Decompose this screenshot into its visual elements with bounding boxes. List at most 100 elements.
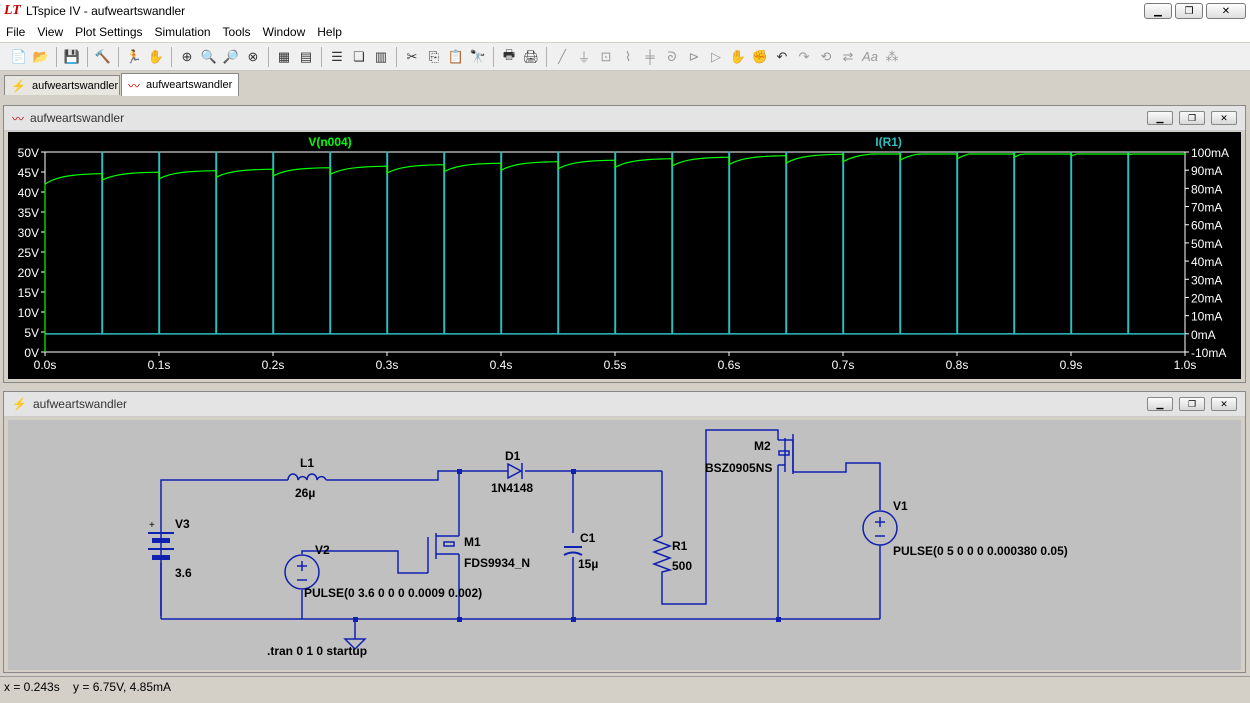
- cursor-readout: x = 0.243s y = 6.75V, 4.85mA: [4, 680, 171, 694]
- run-icon[interactable]: 🏃: [125, 48, 143, 64]
- mosfet-m1[interactable]: [427, 533, 459, 573]
- print-preview-icon[interactable]: 🖶: [502, 46, 516, 62]
- close-button[interactable]: ✕: [1206, 3, 1246, 19]
- new-schematic-icon[interactable]: 📄: [10, 48, 28, 64]
- tab-waveform[interactable]: 〰 aufweartswandler: [121, 73, 239, 96]
- ground-icon[interactable]: ⏚: [577, 50, 591, 65]
- menu-simulation[interactable]: Simulation: [154, 25, 211, 39]
- child-minimize-button[interactable]: ▁: [1147, 111, 1173, 125]
- text-icon[interactable]: Aa: [862, 49, 878, 64]
- voltage-source-v2[interactable]: [284, 554, 320, 590]
- cut-icon[interactable]: ✂: [406, 48, 418, 64]
- capacitor-icon[interactable]: ╪: [645, 49, 655, 64]
- x-tick-label: 0.7s: [832, 358, 855, 372]
- label-net-icon[interactable]: ⊡: [600, 48, 612, 64]
- wire-icon[interactable]: ╱: [558, 48, 566, 64]
- y-right-tick-label: 50mA: [1191, 237, 1222, 251]
- label-d1-ref: D1: [505, 449, 521, 463]
- menu-plot-settings[interactable]: Plot Settings: [75, 25, 143, 39]
- capacitor-c1[interactable]: [563, 546, 583, 556]
- waveform-plot[interactable]: 50V45V40V35V30V25V20V15V10V5V0V100mA90mA…: [8, 132, 1241, 379]
- label-v3-value: 3.6: [175, 566, 192, 580]
- wires: [160, 429, 881, 639]
- autorange-icon[interactable]: ▦: [277, 48, 291, 64]
- x-tick-label: 0.3s: [376, 358, 399, 372]
- y-right-tick-label: 0mA: [1191, 328, 1216, 342]
- paste-icon[interactable]: 📋: [447, 48, 465, 64]
- autorange-y-icon[interactable]: ▤: [299, 48, 313, 64]
- tile-horizontal-icon[interactable]: ☰: [331, 48, 343, 64]
- child-restore-button[interactable]: ❐: [1179, 397, 1205, 411]
- y-left-tick-label: 15V: [18, 286, 39, 300]
- diode-icon[interactable]: ⊳: [688, 48, 700, 64]
- label-d1-value: 1N4148: [491, 481, 533, 495]
- zoom-fit-icon[interactable]: ⊗: [247, 48, 259, 64]
- x-tick-label: 0.6s: [718, 358, 741, 372]
- waveform-icon: 〰: [128, 78, 141, 93]
- label-c1-ref: C1: [580, 531, 596, 545]
- diode-d1[interactable]: [507, 462, 523, 480]
- schematic-canvas[interactable]: + L1 26µ: [8, 420, 1241, 670]
- y-right-tick-label: 80mA: [1191, 182, 1222, 196]
- menu-help[interactable]: Help: [317, 25, 342, 39]
- y-left-tick-label: 50V: [18, 146, 39, 160]
- waveform-icon: 〰: [12, 111, 25, 126]
- mirror-icon[interactable]: ⇄: [842, 48, 854, 64]
- inductor-icon[interactable]: ᘐ: [667, 48, 677, 64]
- resistor-r1[interactable]: [651, 532, 673, 576]
- label-v2-ref: V2: [315, 543, 330, 557]
- label-m2-ref: M2: [754, 439, 771, 453]
- mosfet-m2[interactable]: [778, 434, 794, 474]
- find-icon[interactable]: 🔭: [469, 48, 487, 64]
- open-icon[interactable]: 📂: [32, 48, 50, 64]
- schematic-window-title: aufweartswandler: [32, 397, 128, 411]
- child-restore-button[interactable]: ❐: [1179, 111, 1205, 125]
- document-tabs: ⚡ aufweartswandler 〰 aufweartswandler: [0, 72, 1250, 96]
- label-l1-ref: L1: [300, 456, 314, 470]
- drag-icon[interactable]: ✊: [751, 48, 769, 64]
- print-icon[interactable]: 🖨: [522, 48, 540, 64]
- tile-vertical-icon[interactable]: ▥: [374, 48, 388, 64]
- rotate-icon[interactable]: ⟲: [820, 48, 832, 64]
- y-left-tick-label: 40V: [18, 186, 39, 200]
- spice-directive-icon[interactable]: ⁂: [885, 48, 899, 64]
- inductor-l1[interactable]: [287, 473, 327, 481]
- menu-window[interactable]: Window: [262, 25, 306, 39]
- move-icon[interactable]: ✋: [729, 48, 747, 64]
- save-icon[interactable]: 💾: [63, 48, 81, 64]
- menu-view[interactable]: View: [37, 25, 64, 39]
- child-close-button[interactable]: ✕: [1211, 397, 1237, 411]
- restore-button[interactable]: ❐: [1175, 3, 1203, 19]
- cascade-icon[interactable]: ❏: [353, 48, 365, 64]
- component-icon[interactable]: ▷: [711, 48, 721, 64]
- ground-symbol[interactable]: [343, 638, 367, 651]
- redo-icon[interactable]: ↷: [798, 48, 810, 64]
- zoom-in-icon[interactable]: 🔍: [200, 48, 218, 64]
- undo-icon[interactable]: ↶: [776, 48, 788, 64]
- child-minimize-button[interactable]: ▁: [1147, 397, 1173, 411]
- menu-file[interactable]: File: [6, 25, 26, 39]
- label-v1-value: PULSE(0 5 0 0 0 0.000380 0.05): [893, 544, 1068, 558]
- window-title: LTspice IV - aufweartswandler: [26, 4, 186, 18]
- ltspice-logo-icon: LT: [4, 3, 21, 18]
- label-r1-value: 500: [672, 559, 692, 573]
- series-line-current: [45, 151, 1185, 335]
- battery-v3[interactable]: [148, 532, 174, 560]
- tab-schematic[interactable]: ⚡ aufweartswandler: [4, 75, 120, 95]
- control-panel-icon[interactable]: 🔨: [94, 48, 112, 64]
- menu-tools[interactable]: Tools: [222, 25, 251, 39]
- child-close-button[interactable]: ✕: [1211, 111, 1237, 125]
- x-tick-label: 0.9s: [1060, 358, 1083, 372]
- resistor-icon[interactable]: ⌇: [624, 48, 632, 64]
- series-line-voltage: [44, 153, 1185, 352]
- copy-icon[interactable]: ⎘: [428, 48, 440, 64]
- zoom-out-icon[interactable]: 🔎: [222, 48, 240, 64]
- voltage-source-v1[interactable]: [862, 510, 898, 546]
- zoom-area-icon[interactable]: ⊕: [181, 48, 193, 64]
- pan-icon[interactable]: ✋: [147, 48, 165, 64]
- y-right-tick-label: 30mA: [1191, 273, 1222, 287]
- title-bar: LT LTspice IV - aufweartswandler ▁ ❐ ✕: [0, 0, 1250, 22]
- label-m1-value: FDS9934_N: [464, 556, 530, 570]
- minimize-button[interactable]: ▁: [1144, 3, 1172, 19]
